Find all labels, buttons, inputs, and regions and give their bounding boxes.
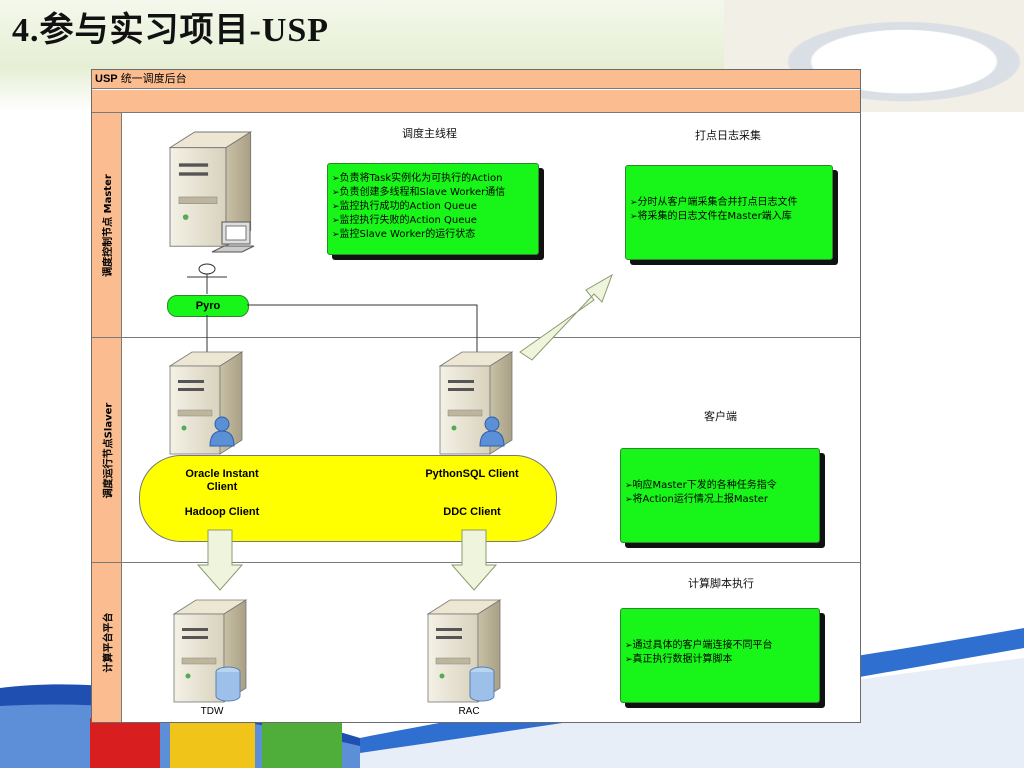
exec-duties-box: 通过具体的客户端连接不同平台 真正执行数据计算脚本 [620,608,820,703]
network-node-icon [187,263,227,294]
client-duties-box: 响应Master下发的各种任务指令 将Action运行情况上报Master [620,448,820,543]
log-item: 分时从客户端采集合并打点日志文件 [630,196,828,210]
database-icon [469,666,495,702]
diagram-graphics [169,131,613,703]
server-label-tdw: TDW [200,706,224,717]
dispatch-item: 监控执行失败的Action Queue [332,214,534,228]
client-pythonsql: PythonSQL Client [425,468,519,480]
diagram-subheader [92,90,860,113]
log-collection-box: 分时从客户端采集合并打点日志文件 将采集的日志文件在Master端入库 [625,165,833,260]
database-icon [215,666,241,702]
exec-item: 通过具体的客户端连接不同平台 [625,639,815,653]
dispatch-caption: 调度主线程 [402,127,457,140]
log-caption: 打点日志采集 [695,129,761,142]
client-oracle: Oracle Instant Client [185,468,259,493]
client-hadoop: Hadoop Client [184,506,260,518]
lane-label-platform: 计算平台平台 [92,563,122,722]
dispatch-item: 监控执行成功的Action Queue [332,200,534,214]
down-arrow-left [196,529,244,591]
client-ddc: DDC Client [443,506,501,518]
lane-label-slaver: 调度运行节点Slaver [92,338,122,562]
down-arrow-right [450,529,498,591]
pyro-node: Pyro [167,295,249,317]
client-item: 将Action运行情况上报Master [625,493,815,507]
log-item: 将采集的日志文件在Master端入库 [630,210,828,224]
client-item: 响应Master下发的各种任务指令 [625,479,815,493]
diagram-header: USP 统一调度后台 [92,70,860,89]
dispatch-duties-box: 负责将Task实例化为可执行的Action 负责创建多线程和Slave Work… [327,163,539,255]
client-caption: 客户端 [704,410,737,423]
server-label-rac: RAC [458,706,480,717]
dispatch-item: 负责创建多线程和Slave Worker通信 [332,186,534,200]
dispatch-item: 监控Slave Worker的运行状态 [332,228,534,242]
slide-title: 4.参与实习项目-USP [12,12,330,49]
dispatch-item: 负责将Task实例化为可执行的Action [332,172,534,186]
header-title: 统一调度后台 [120,73,187,85]
exec-caption: 计算脚本执行 [688,577,754,590]
exec-item: 真正执行数据计算脚本 [625,653,815,667]
lane-divider [92,337,860,338]
terminal-icon [211,221,255,253]
log-upload-arrow [519,273,613,361]
header-prefix: USP [95,73,118,85]
diagram-frame: USP 统一调度后台 调度控制节点 Master 调度运行节点Slaver 计算… [91,69,861,723]
client-libraries-pill [139,455,557,542]
lane-label-master: 调度控制节点 Master [92,113,122,337]
